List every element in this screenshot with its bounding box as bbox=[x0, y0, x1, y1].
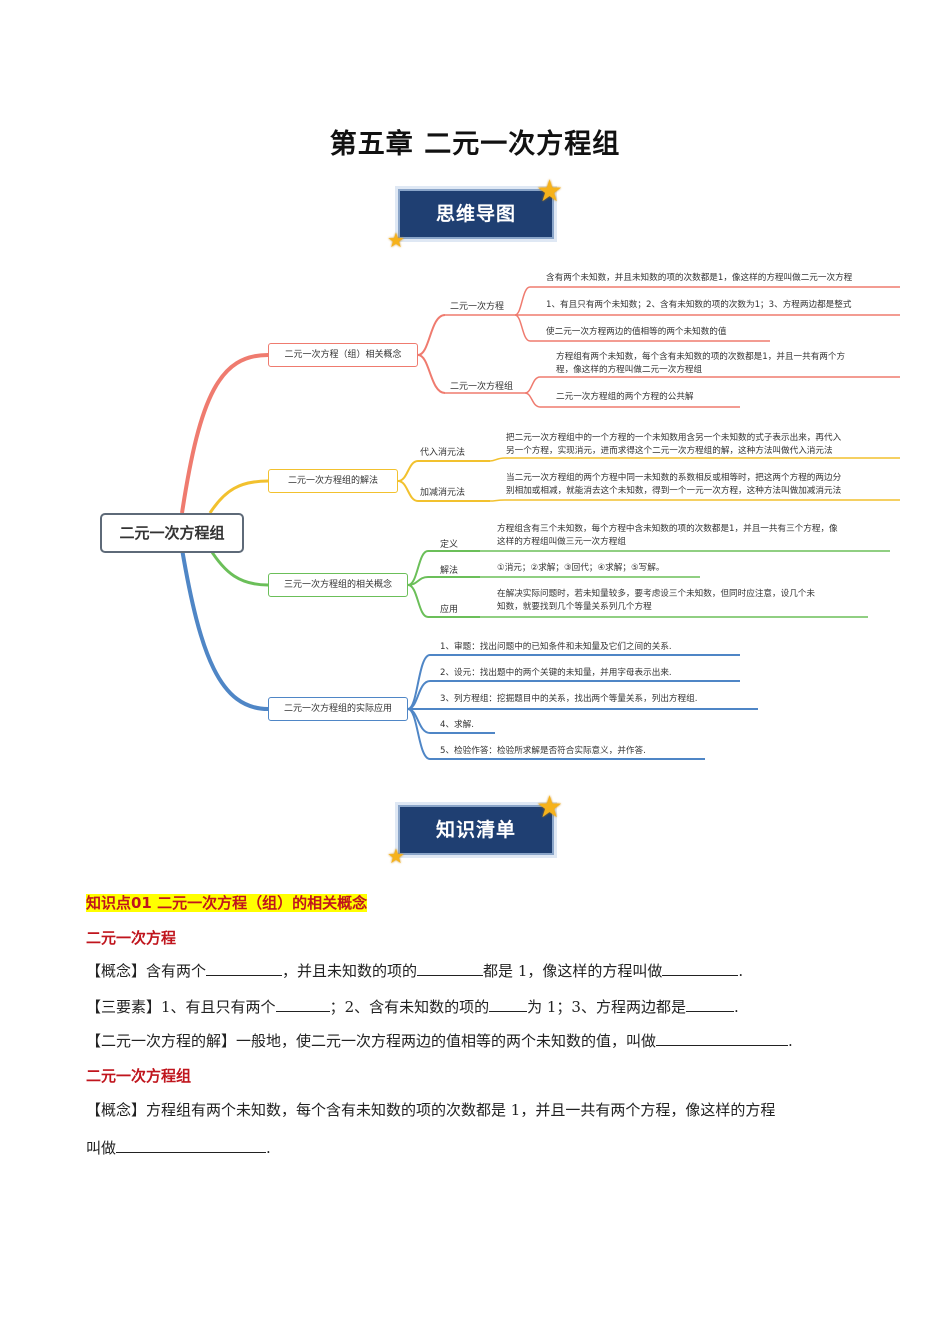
sub-label-substitution: 代入消元法 bbox=[420, 448, 466, 458]
leaf-text: ①消元；②求解；③回代；④求解；⑤写解。 bbox=[497, 563, 665, 573]
mindmap-banner: 思维导图 ★ ★ bbox=[387, 174, 563, 252]
page-title: 第五章 二元一次方程组 bbox=[329, 129, 621, 160]
mindmap-banner-label: 思维导图 bbox=[435, 203, 516, 225]
blank-field[interactable] bbox=[662, 961, 739, 976]
mind-map-connectors bbox=[180, 286, 900, 760]
section-heading-equation: 二元一次方程 bbox=[86, 929, 177, 947]
leaf-text: 1、审题：找出问题中的已知条件和未知量及它们之间的关系. bbox=[440, 642, 672, 652]
leaf-text: 另一个方程，实现消元，进而求得这个二元一次方程组的解，这种方法叫做代入消元法 bbox=[506, 446, 833, 456]
leaf-text: 3、列方程组：挖掘题目中的关系，找出两个等量关系，列出方程组. bbox=[440, 694, 698, 704]
leaf-text: 别相加或相减，就能消去这个未知数，得到一个一元一次方程，这种方法叫做加减消元法 bbox=[506, 486, 842, 496]
blank-field[interactable] bbox=[685, 997, 734, 1012]
three-elements-line: 【三要素】1、有且只有两个；2、含有未知数的项的为 1；3、方程两边都是. bbox=[86, 997, 739, 1016]
blank-field[interactable] bbox=[116, 1138, 267, 1153]
leaf-text: 方程组含有三个未知数，每个方程中含未知数的项的次数都是1，并且一共有三个方程，像 bbox=[497, 524, 838, 534]
blank-field[interactable] bbox=[275, 997, 330, 1012]
blank-field[interactable] bbox=[656, 1031, 789, 1046]
star-icon: ★ bbox=[536, 174, 563, 209]
leaf-text: 二元一次方程组的两个方程的公共解 bbox=[556, 392, 694, 402]
leaf-text: 程，像这样的方程叫做二元一次方程组 bbox=[556, 365, 703, 375]
solution-line: 【二元一次方程的解】一般地，使二元一次方程两边的值相等的两个未知数的值，叫做. bbox=[86, 1031, 793, 1050]
sub-label-application: 应用 bbox=[440, 605, 459, 615]
leaf-text: 1、有且只有两个未知数；2、含有未知数的项的次数为1；3、方程两边都是整式 bbox=[546, 300, 852, 310]
branch-node-concepts: 二元一次方程（组）相关概念 bbox=[268, 343, 418, 367]
leaf-text: 当二元一次方程组的两个方程中同一未知数的系数相反或相等时，把这两个方程的两边分 bbox=[506, 473, 842, 483]
branch-node-three-variable: 三元一次方程组的相关概念 bbox=[268, 573, 408, 597]
sub-label-equation: 二元一次方程 bbox=[450, 302, 505, 312]
branch-node-applications: 二元一次方程组的实际应用 bbox=[268, 697, 408, 721]
leaf-text: 知数，就要找到几个等量关系列几个方程 bbox=[497, 602, 652, 612]
knowledge-point-heading: 知识点01 二元一次方程（组）的相关概念 bbox=[86, 894, 368, 912]
leaf-text: 4、求解. bbox=[440, 720, 474, 730]
blank-field[interactable] bbox=[489, 997, 528, 1012]
section-heading-system: 二元一次方程组 bbox=[86, 1067, 192, 1085]
star-icon: ★ bbox=[387, 228, 405, 252]
mindmap-root: 二元一次方程组 bbox=[100, 513, 244, 553]
leaf-text: 这样的方程组叫做三元一次方程组 bbox=[497, 537, 626, 547]
star-icon: ★ bbox=[536, 790, 563, 825]
sub-label-definition: 定义 bbox=[440, 540, 459, 550]
concept2-line: 【概念】方程组有两个未知数，每个含有未知数的项的次数都是 1，并且一共有两个方程… bbox=[86, 1101, 776, 1119]
blank-field[interactable] bbox=[417, 961, 484, 976]
concept-line: 【概念】含有两个，并且未知数的项的都是 1，像这样的方程叫做. bbox=[86, 961, 744, 980]
sub-label-elimination: 加减消元法 bbox=[420, 488, 466, 498]
checklist-banner-label: 知识清单 bbox=[435, 819, 516, 841]
leaf-text: 方程组有两个未知数，每个含有未知数的项的次数都是1，并且一共有两个方 bbox=[556, 352, 846, 362]
blank-field[interactable] bbox=[206, 961, 283, 976]
leaf-text: 使二元一次方程两边的值相等的两个未知数的值 bbox=[546, 327, 727, 337]
leaf-text: 5、检验作答：检验所求解是否符合实际意义，并作答. bbox=[440, 746, 646, 756]
star-icon: ★ bbox=[387, 844, 405, 868]
leaf-text: 含有两个未知数，并且未知数的项的次数都是1，像这样的方程叫做二元一次方程 bbox=[546, 273, 853, 283]
leaf-text: 在解决实际问题时，若未知量较多，要考虑设三个未知数，但同时应注意，设几个未 bbox=[497, 589, 815, 599]
checklist-banner: 知识清单 ★ ★ bbox=[387, 790, 563, 868]
concept2-line-cont: 叫做. bbox=[86, 1138, 271, 1157]
leaf-text: 把二元一次方程组中的一个方程的一个未知数用含另一个未知数的式子表示出来，再代入 bbox=[506, 433, 842, 443]
leaf-text: 2、设元：找出题中的两个关键的未知量，并用字母表示出来. bbox=[440, 668, 672, 678]
sub-label-solving: 解法 bbox=[440, 566, 459, 576]
sub-label-system: 二元一次方程组 bbox=[450, 382, 514, 392]
mind-map: 二元一次方程组 二元一次方程（组）相关概念 二元一次方程组的解法 三元一次方程组… bbox=[0, 255, 950, 775]
branch-node-methods: 二元一次方程组的解法 bbox=[268, 469, 398, 493]
